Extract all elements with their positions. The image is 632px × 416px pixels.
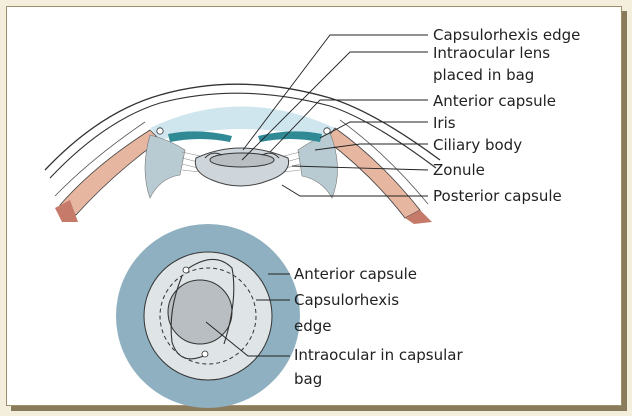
label-placed-in-bag: placed in bag — [433, 66, 534, 84]
label-capsulorhexis-edge: Capsulorhexis edge — [433, 26, 580, 44]
label-capsulorhexis-front: Capsulorhexis — [294, 291, 399, 309]
label-bag: bag — [294, 370, 322, 388]
label-anterior-capsule: Anterior capsule — [433, 92, 556, 110]
label-zonule: Zonule — [433, 161, 485, 179]
iris-left — [168, 131, 232, 142]
iris-root-left — [157, 128, 163, 134]
lens-front-view — [116, 224, 300, 408]
label-anterior-capsule-front: Anterior capsule — [294, 265, 417, 283]
haptic-hole-top — [183, 267, 189, 273]
label-ciliary-body: Ciliary body — [433, 136, 522, 154]
eye-cross-section — [45, 84, 440, 224]
label-intraocular-in-capsular: Intraocular in capsular — [294, 346, 463, 364]
ciliary-body-left — [145, 135, 185, 198]
label-intraocular-lens: Intraocular lens — [433, 44, 550, 62]
label-edge-front: edge — [294, 317, 332, 335]
sclera-right — [326, 128, 420, 218]
ciliary-body-right — [298, 133, 338, 198]
haptic-hole-bottom — [202, 351, 208, 357]
label-iris: Iris — [433, 114, 456, 132]
label-posterior-capsule: Posterior capsule — [433, 187, 562, 205]
iris-right — [258, 131, 322, 142]
